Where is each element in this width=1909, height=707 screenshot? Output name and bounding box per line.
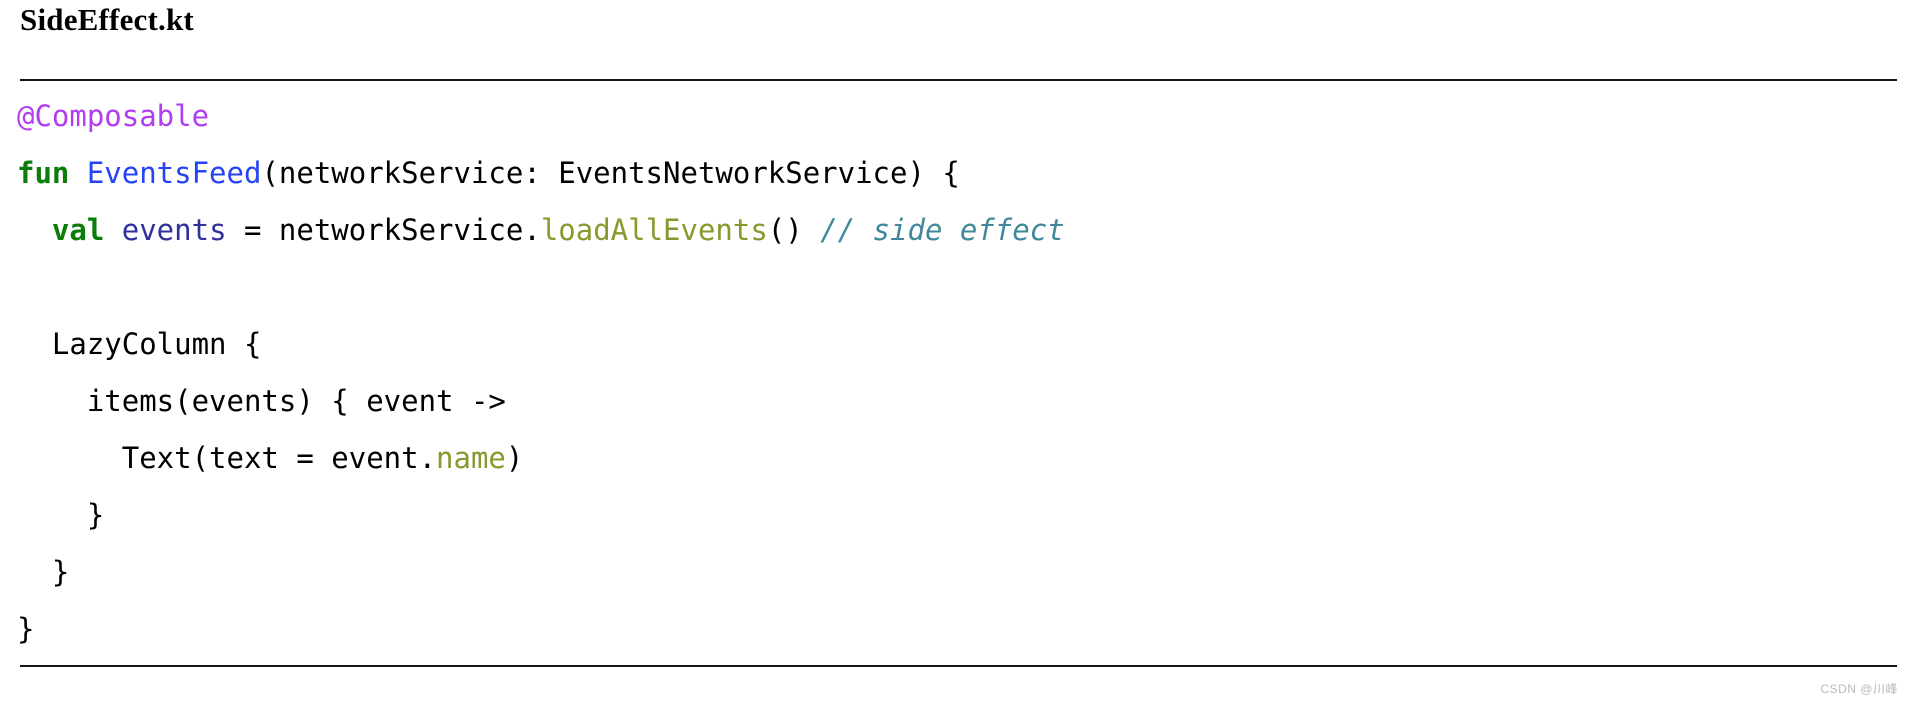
- code-token-text: [17, 213, 52, 247]
- code-token-text: }: [17, 555, 70, 589]
- code-token-keyword: val: [51, 213, 122, 247]
- watermark: CSDN @川峰: [1820, 682, 1898, 696]
- bottom-divider: [20, 665, 1897, 667]
- code-line: @Composable: [17, 88, 1065, 145]
- code-line: val events = networkService.loadAllEvent…: [17, 202, 1065, 259]
- code-line: }: [17, 601, 1065, 658]
- top-divider: [20, 79, 1897, 81]
- code-token-text: (networkService: EventsNetworkService) {: [261, 156, 960, 190]
- code-token-function: EventsFeed: [86, 156, 262, 190]
- code-block: @Composable fun EventsFeed(networkService…: [17, 88, 1065, 658]
- code-line: }: [17, 487, 1065, 544]
- code-token-comment: // side effect: [820, 213, 1065, 247]
- code-line: }: [17, 544, 1065, 601]
- code-token-text: (): [767, 213, 821, 247]
- code-token-member: name: [436, 441, 506, 475]
- code-token-text: = networkService.: [226, 213, 541, 247]
- code-token-keyword: fun: [17, 156, 87, 190]
- code-token-text: }: [17, 498, 105, 532]
- code-token-annotation: @Composable: [17, 99, 210, 133]
- code-line: Text(text = event.name): [17, 430, 1065, 487]
- code-line: [17, 259, 1065, 316]
- code-line: LazyColumn {: [17, 316, 1065, 373]
- code-line: fun EventsFeed(networkService: EventsNet…: [17, 145, 1065, 202]
- code-token-text: Text(text = event.: [17, 441, 437, 475]
- code-token-text: LazyColumn {: [17, 327, 262, 361]
- code-line: items(events) { event ->: [17, 373, 1065, 430]
- code-token-member: loadAllEvents: [540, 213, 768, 247]
- code-token-property: events: [121, 213, 227, 247]
- code-token-text: }: [17, 612, 35, 646]
- code-token-text: items(events) { event ->: [17, 384, 506, 418]
- code-token-text: ): [505, 441, 524, 475]
- file-title: SideEffect.kt: [20, 2, 194, 37]
